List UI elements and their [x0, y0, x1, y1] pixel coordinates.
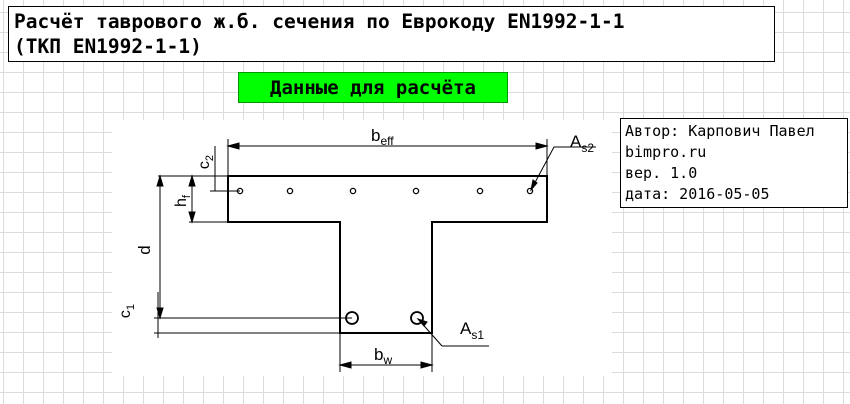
title-box: Расчёт таврового ж.б. сечения по Еврокод… [8, 6, 775, 62]
top-rebar-5 [476, 187, 484, 195]
c1-label: c1 [117, 304, 137, 318]
bottom-rebar-2 [410, 311, 424, 325]
beff-dimension [226, 139, 549, 176]
author-name: Автор: Карпович Павел [625, 122, 815, 140]
author-info-box: Автор: Карпович Павел bimpro.ru вер. 1.0… [620, 118, 848, 208]
version-label: вер. 1.0 [625, 164, 698, 182]
tee-section-outline [227, 175, 548, 334]
c2-label: c2 [196, 155, 216, 169]
c1-dimension [154, 292, 340, 338]
top-rebar-4 [412, 187, 420, 195]
d-label: d [135, 245, 154, 254]
author-website: bimpro.ru [625, 143, 707, 161]
top-rebar-3 [349, 187, 357, 195]
tee-section-diagram: beff As2 c2 hf [112, 120, 612, 376]
section-label-input-data: Данные для расчёта [238, 72, 508, 103]
title-line-2: (ТКП EN1992-1-1) [14, 35, 202, 58]
hf-dimension [188, 174, 228, 224]
c2-dimension [210, 146, 240, 192]
top-rebar-6 [526, 187, 534, 195]
hf-label: hf [173, 194, 193, 207]
beff-label: beff [371, 126, 394, 148]
as1-label: As1 [460, 319, 484, 342]
date-label: дата: 2016-05-05 [625, 185, 770, 203]
title-line-1: Расчёт таврового ж.б. сечения по Еврокод… [14, 10, 625, 33]
as2-label: As2 [570, 132, 594, 155]
top-rebar-2 [286, 187, 294, 195]
as1-leader [416, 317, 489, 347]
as2-leader [530, 146, 596, 192]
bw-dimension [338, 333, 434, 372]
bw-label: bw [374, 345, 392, 367]
